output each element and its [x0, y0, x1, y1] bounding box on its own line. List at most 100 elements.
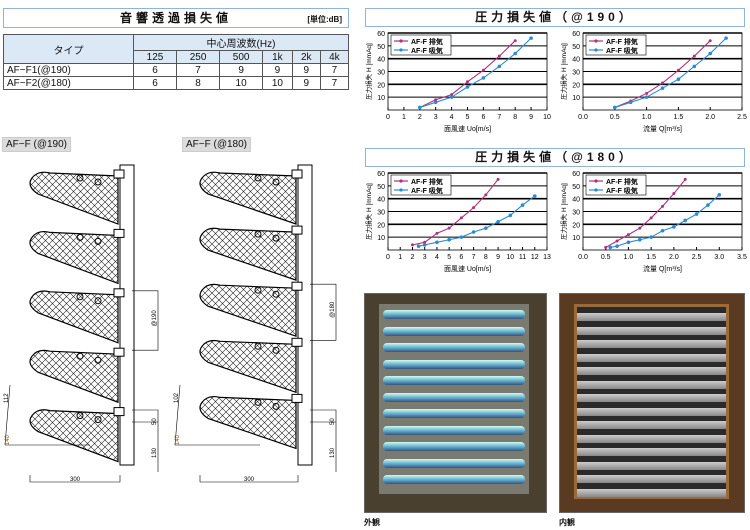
y-tick-label: 30 — [377, 210, 385, 217]
x-tick-label: 9 — [529, 114, 533, 121]
louver-slat — [383, 409, 525, 418]
legend-marker — [399, 48, 403, 52]
data-point — [435, 240, 439, 245]
louver-blade — [29, 230, 119, 285]
louver-blade — [29, 290, 119, 344]
mullion — [297, 164, 313, 466]
width-dimension: 300 — [70, 477, 81, 483]
y-tick-label: 20 — [572, 82, 580, 89]
legend-marker — [594, 39, 598, 43]
louver-blade — [29, 171, 119, 225]
louver-slat — [577, 326, 726, 335]
y-tick-label: 50 — [572, 44, 580, 51]
data-point — [717, 193, 722, 197]
data-point — [660, 228, 665, 233]
value-cell: 8 — [176, 76, 221, 90]
dimension-d3: 50 — [152, 418, 158, 425]
data-point — [481, 76, 486, 80]
data-point — [637, 237, 642, 242]
y-tick-label: 20 — [572, 222, 580, 229]
data-point — [649, 216, 653, 220]
louver-slat — [577, 421, 726, 429]
data-point — [615, 239, 619, 243]
dimension-line — [4, 384, 90, 446]
legend-label: AF-F 吸気 — [606, 186, 638, 195]
louver-slat — [383, 376, 525, 385]
data-point — [423, 240, 427, 244]
x-tick-label: 12 — [531, 254, 539, 261]
clip-icon — [94, 356, 102, 364]
louver-blade — [199, 283, 297, 338]
x-tick-label: 2.0 — [669, 254, 679, 261]
x-axis-label: 流量 Q[m³/s] — [643, 264, 682, 273]
y-tick-label: 50 — [572, 184, 580, 191]
bolt-icon — [113, 169, 125, 179]
x-tick-label: 5 — [466, 114, 470, 121]
x-tick-label: 0.5 — [610, 114, 620, 121]
data-point — [692, 64, 697, 69]
dimension-line — [174, 384, 260, 446]
x-tick-label: 3 — [434, 114, 438, 121]
y-tick-label: 60 — [572, 171, 580, 178]
diagram-label-180: AF−F (@180) — [182, 137, 252, 152]
data-point — [471, 230, 476, 234]
bolt-icon — [291, 337, 303, 347]
bolt-icon — [291, 281, 303, 291]
x-tick-label: 3.5 — [737, 254, 747, 261]
dimension-d2: 140 — [5, 434, 11, 445]
x-tick-label: 4 — [435, 254, 439, 261]
x-tick-label: 6 — [481, 114, 485, 121]
louver-slat — [383, 442, 525, 451]
value-cell: 9 — [262, 63, 293, 77]
data-point — [706, 203, 710, 207]
data-point — [434, 98, 438, 102]
x-tick-label: 0.0 — [578, 254, 588, 261]
y-tick-label: 10 — [572, 95, 580, 102]
dimension-line — [132, 409, 159, 472]
value-cell: 7 — [319, 63, 350, 77]
x-tick-label: 2 — [418, 114, 422, 121]
x-tick-label: 3 — [423, 254, 427, 261]
freq-cell: 500 — [219, 50, 264, 64]
pitch-dimension: @180 — [330, 301, 336, 318]
type-cell: AF−F1(@190) — [3, 63, 134, 77]
y-tick-label: 60 — [572, 31, 580, 38]
interior-photo — [559, 293, 745, 513]
data-point — [496, 219, 500, 224]
louver-slat — [577, 407, 726, 416]
louver-slat — [383, 310, 525, 319]
louver-blade — [199, 395, 297, 450]
data-point — [465, 85, 470, 89]
x-tick-label: 2.5 — [737, 114, 747, 121]
data-point — [724, 36, 728, 40]
louver-slat — [577, 475, 726, 483]
legend-label: AF-F 排気 — [606, 177, 638, 186]
x-tick-label: 7 — [472, 254, 476, 261]
clip-icon — [76, 412, 84, 420]
x-tick-label: 3.0 — [714, 254, 724, 261]
y-axis-label: 圧力損失 H [mmAq] — [559, 183, 568, 240]
x-axis-label: 流量 Q[m³/s] — [643, 124, 682, 133]
data-point — [692, 54, 696, 58]
data-point — [708, 39, 712, 43]
clip-icon — [94, 416, 102, 424]
x-tick-label: 0 — [386, 254, 390, 261]
width-dimension: 300 — [244, 477, 255, 483]
data-point — [520, 203, 525, 207]
data-point — [660, 86, 665, 90]
x-tick-label: 1.0 — [624, 254, 634, 261]
clip-icon — [76, 233, 84, 241]
data-point — [449, 95, 454, 99]
x-axis-label: 面風速 Uo[m/s] — [444, 265, 491, 273]
clip-icon — [94, 178, 102, 186]
clip-icon — [254, 230, 262, 238]
y-axis-label: 圧力損失 H [mmAq] — [364, 43, 373, 100]
clip-icon — [94, 237, 102, 245]
legend-marker — [594, 179, 598, 183]
legend-marker — [594, 188, 598, 192]
